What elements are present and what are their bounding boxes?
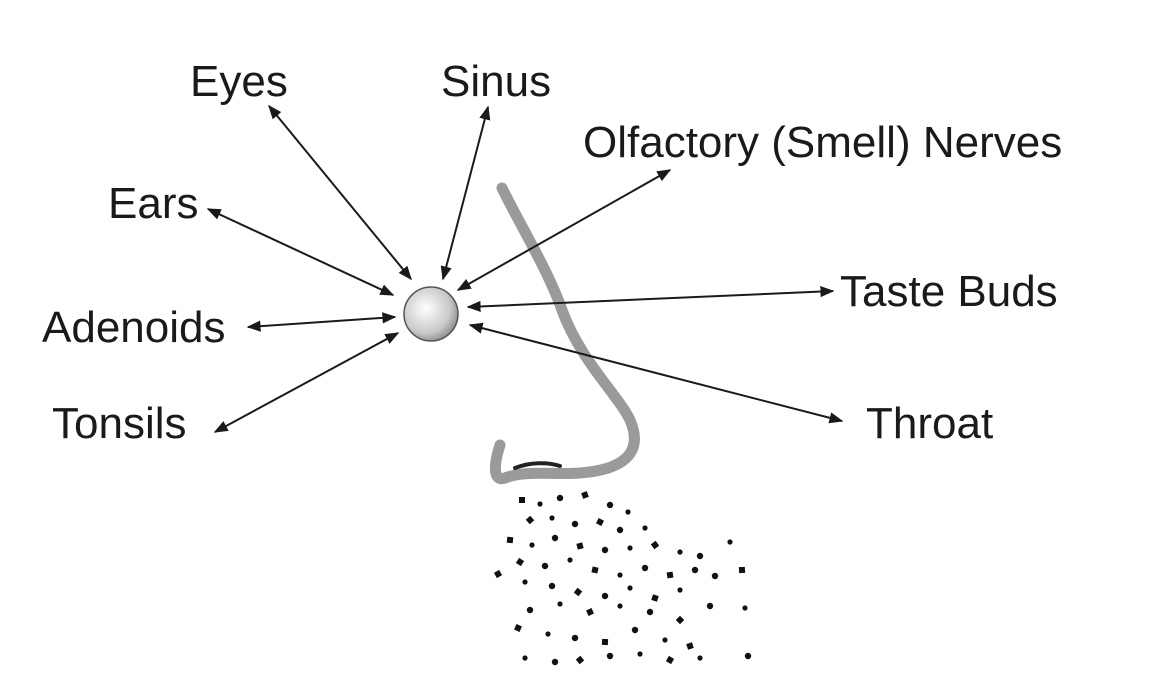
particle [642,525,648,531]
particle [514,624,522,632]
particle [557,601,563,607]
particle [677,549,683,555]
particle [646,608,654,616]
particle [627,585,633,591]
particle [617,603,623,609]
particle [541,562,549,570]
particle [522,655,528,661]
particle [627,545,633,551]
particle [727,539,733,545]
label-taste-buds: Taste Buds [840,267,1058,316]
particle [525,515,535,525]
particle [575,655,585,665]
particle [548,582,556,590]
particle [537,501,543,507]
particle [571,634,579,642]
nostril [513,461,562,470]
particle [515,557,525,567]
particle [556,494,564,502]
particle [549,515,555,521]
label-throat: Throat [866,399,994,448]
label-ears: Ears [108,179,199,228]
particle [581,491,589,499]
particle [576,542,584,550]
particle [522,579,528,585]
label-eyes: Eyes [190,57,288,106]
particle [706,602,714,610]
nose-outline [489,182,640,485]
particle [529,542,535,548]
particle [573,587,583,597]
particle [586,608,594,616]
label-olfactory-nerves: Olfactory (Smell) Nerves [583,118,1063,167]
particle [506,536,514,544]
particle [742,605,748,611]
particle [493,569,503,579]
particle [545,631,551,637]
particle [526,606,534,614]
particle [641,564,649,572]
particle [696,552,704,560]
label-sinus: Sinus [441,57,552,106]
particle-spray [493,491,752,666]
arrow-throat [468,322,844,424]
particle [567,557,573,563]
particle [571,520,579,528]
particle [691,566,699,574]
particle [666,571,674,579]
label-adenoids: Adenoids [42,303,226,352]
particle [662,637,668,643]
particle [675,615,685,625]
particle [591,566,599,574]
particle [551,534,559,542]
center-ball [403,286,459,342]
particle [606,652,614,660]
particle [665,655,675,665]
particle [617,572,623,578]
arrow-ears [206,208,395,296]
particle [595,517,605,527]
particle [677,587,683,593]
particle [711,572,719,580]
label-tonsils: Tonsils [52,399,187,448]
particle [744,652,752,660]
arrow-eyes [268,104,412,281]
particle [601,546,609,554]
particle [738,566,746,574]
arrow-olfactory [456,169,672,291]
particle [650,540,660,550]
particle [637,651,643,657]
particle [697,655,703,661]
arrow-adenoids [246,312,397,332]
particle [606,501,614,509]
arrow-sinus [440,105,491,281]
arrow-taste-buds [466,285,835,313]
particle [651,594,659,602]
particle [686,642,694,650]
particle [519,497,525,503]
particle [601,638,609,646]
arrows [206,104,844,433]
arrow-tonsils [213,332,400,433]
particle [631,626,639,634]
particle [616,526,624,534]
particle [551,658,559,666]
particle [625,509,631,515]
particle [601,592,609,600]
